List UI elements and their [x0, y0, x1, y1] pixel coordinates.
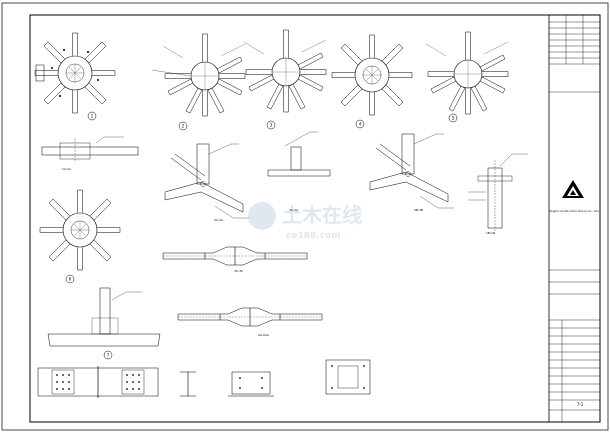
company-name-en: Ningbo Construction Group Co., Ltd.: [549, 209, 600, 213]
svg-text:3B-3B: 3B-3B: [414, 208, 423, 212]
site-watermark: 土木在线 co188.com: [248, 202, 362, 241]
section-1a-1a: 1A-1A: [41, 136, 139, 171]
svg-text:4: 4: [359, 122, 362, 127]
svg-text:土木在线: 土木在线: [282, 203, 362, 227]
svg-text:1B-1B: 1B-1B: [486, 231, 495, 235]
section-1b-1b: 1B-1B: [468, 153, 528, 235]
drawing-number: 7-1: [577, 402, 584, 407]
svg-text:1A-1A: 1A-1A: [62, 167, 72, 171]
anchor-plate-detail: [325, 359, 371, 395]
detail-3-node: 3: [243, 29, 327, 130]
svg-text:3: 3: [270, 123, 273, 128]
i-section: [180, 371, 196, 397]
splice-plate-elevation: [37, 366, 159, 398]
detail-1-node: 1: [34, 32, 116, 121]
section-2a-2a: 2A-2A: [164, 143, 250, 222]
title-block: Ningbo Construction Group Co., Ltd. 7-1: [548, 14, 601, 423]
section-2a-2aa: 2A-2AA: [177, 307, 323, 337]
detail-6-node: 6: [39, 189, 121, 284]
svg-text:co188.com: co188.com: [286, 231, 341, 241]
svg-text:3C-3C: 3C-3C: [234, 269, 243, 273]
detail-7-node: 7: [47, 287, 161, 360]
company-logo: [562, 180, 584, 198]
svg-text:2A-2A: 2A-2A: [214, 218, 224, 222]
svg-text:2: 2: [182, 124, 185, 129]
section-3a-3a: 3A-3A: [267, 131, 331, 212]
base-plate-detail: [228, 371, 274, 397]
detail-5-node: 5: [425, 31, 509, 123]
svg-text:6: 6: [69, 277, 72, 282]
svg-text:5: 5: [452, 116, 455, 121]
svg-text:7: 7: [107, 353, 110, 358]
section-3b-3b: 3B-3B: [369, 133, 455, 212]
svg-text:2A-2AA: 2A-2AA: [258, 333, 270, 337]
detail-4-node: 4: [331, 34, 413, 129]
section-3c-3c: 3C-3C: [162, 246, 308, 273]
detail-2-node: 2: [151, 33, 246, 131]
svg-text:3A-3A: 3A-3A: [289, 208, 299, 212]
svg-text:1: 1: [91, 114, 94, 119]
